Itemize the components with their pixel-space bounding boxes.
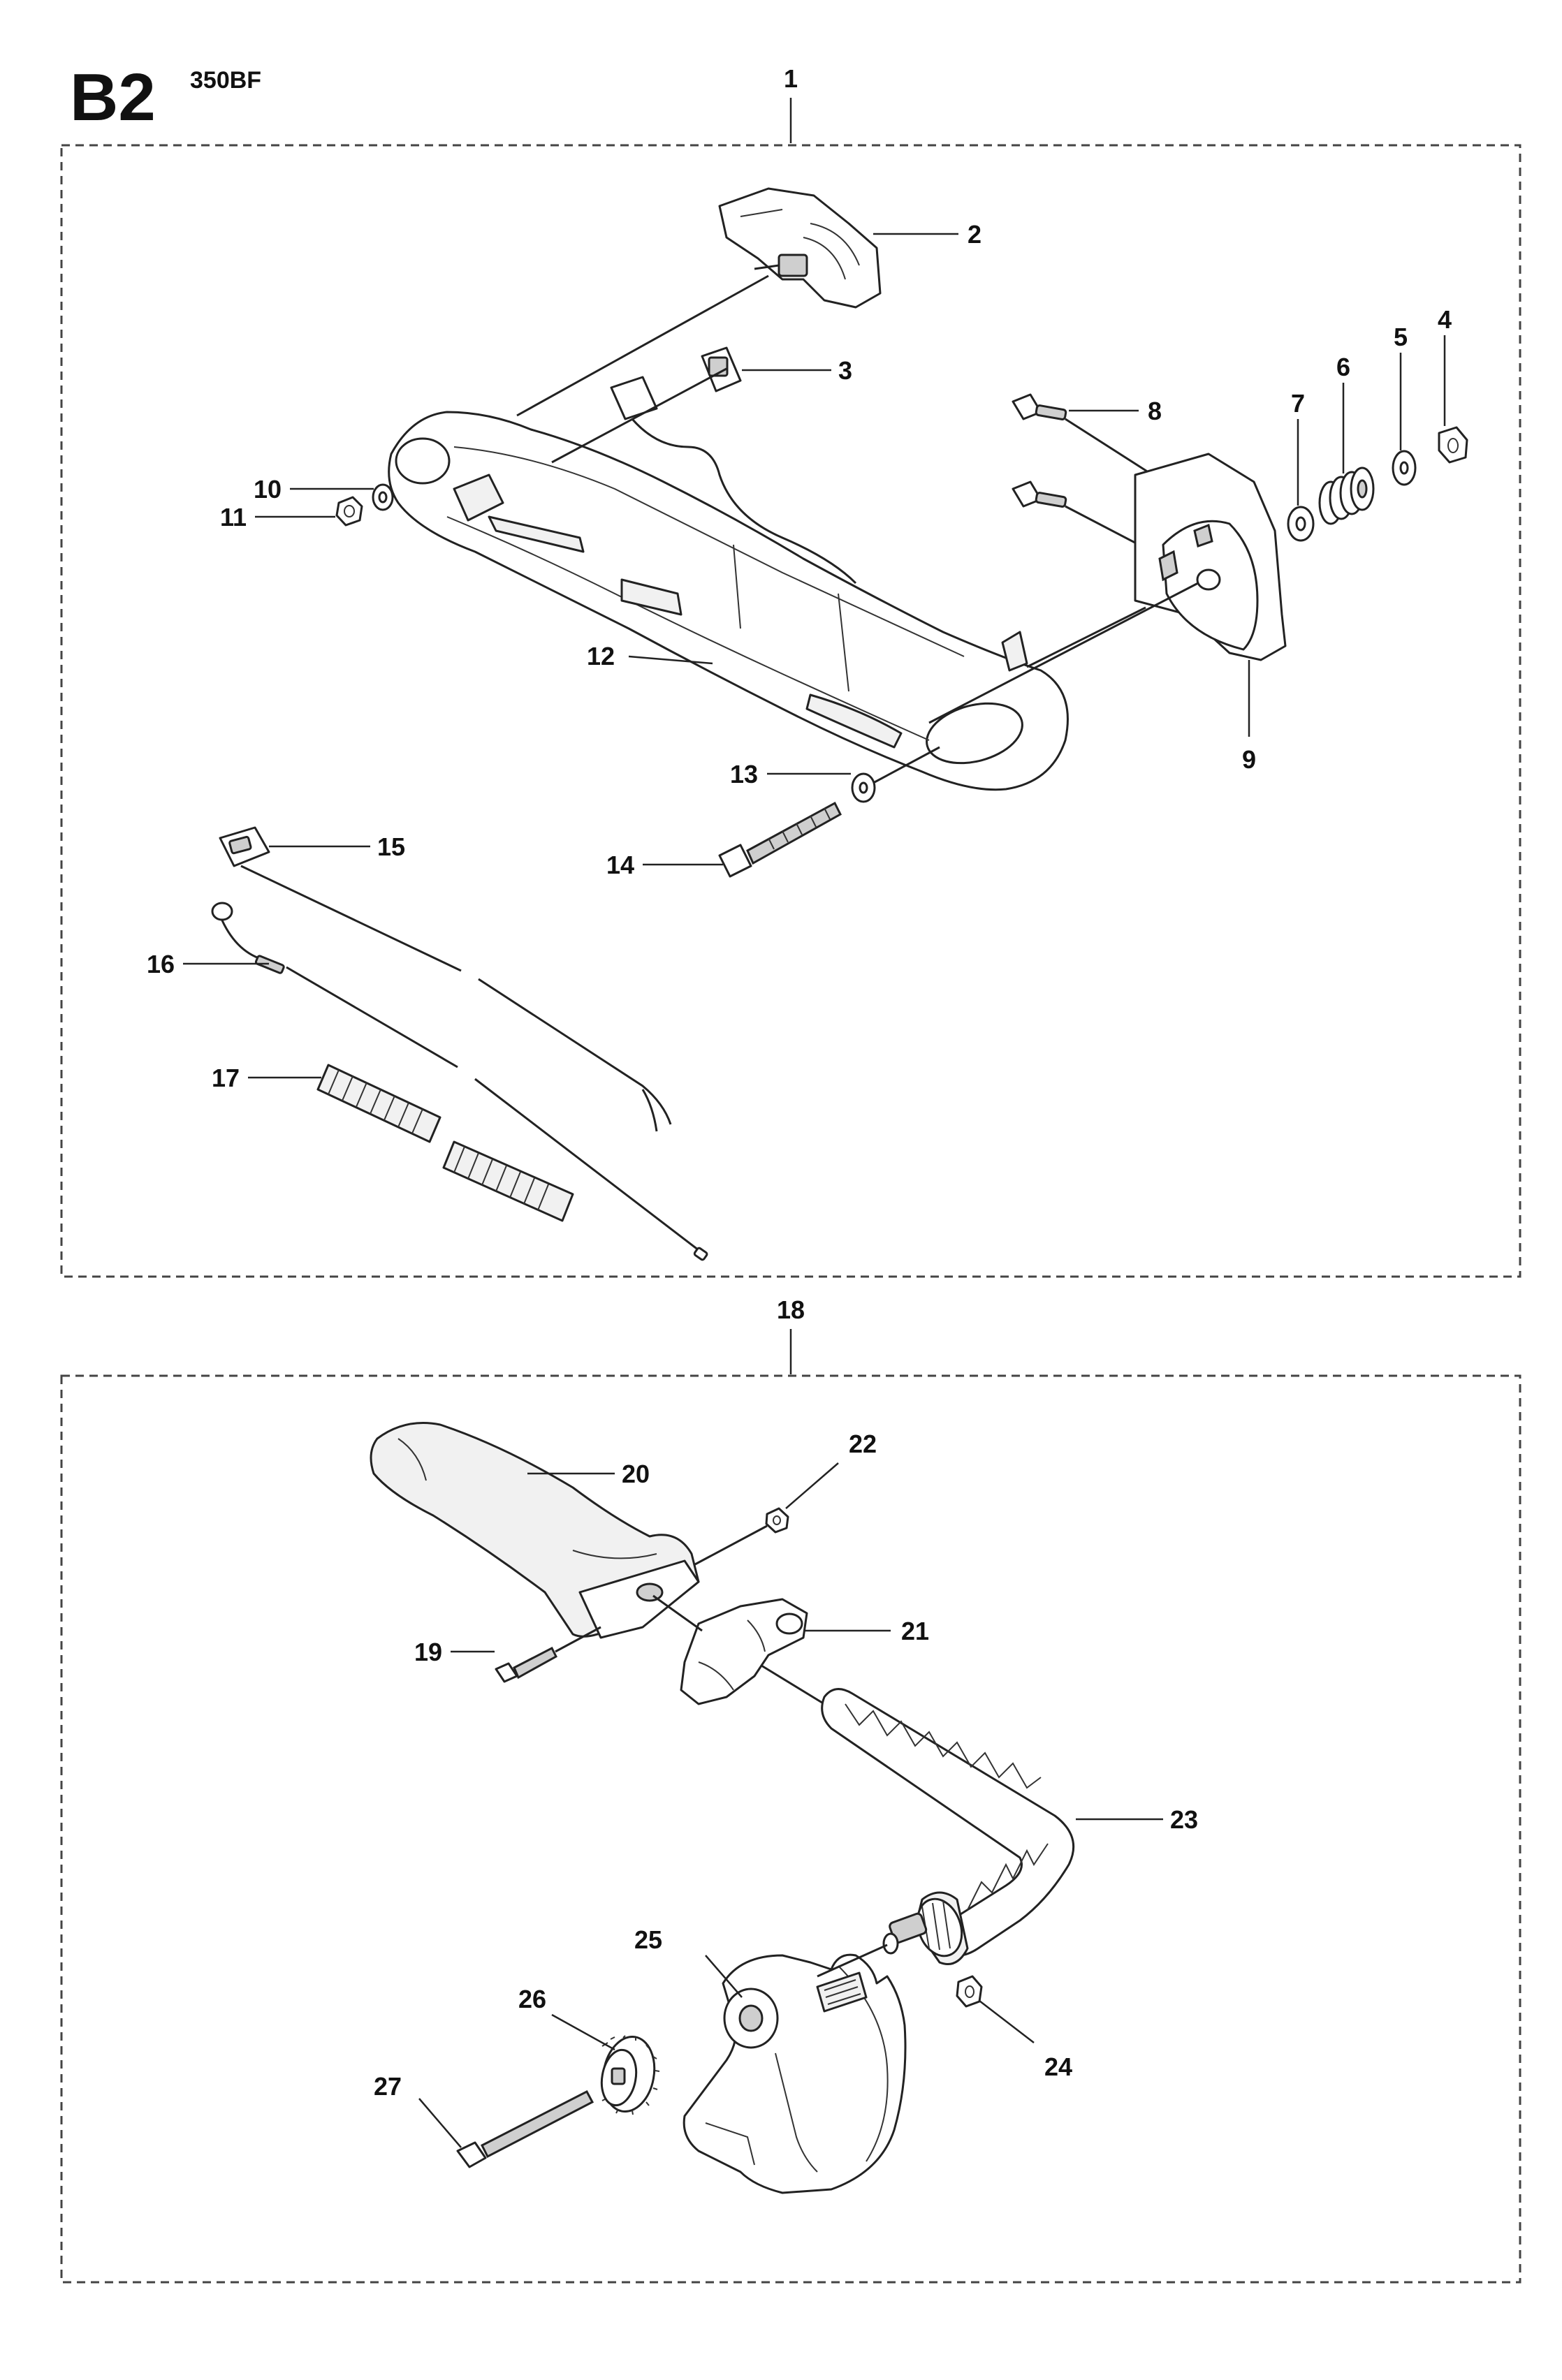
part-5-washer[interactable] xyxy=(1392,450,1417,486)
part-9-bracket[interactable] xyxy=(1134,453,1287,661)
part-11-nut[interactable] xyxy=(335,496,363,527)
part-10-washer[interactable] xyxy=(372,483,394,511)
callout-8: 8 xyxy=(1148,397,1162,425)
group-1-assembly: 1 2 3 xyxy=(60,64,1521,1278)
part-27-long-bolt[interactable] xyxy=(456,2089,594,2168)
callout-14: 14 xyxy=(606,851,634,879)
callout-17: 17 xyxy=(212,1064,240,1092)
callout-16: 16 xyxy=(147,950,175,978)
callout-9: 9 xyxy=(1242,745,1256,774)
callout-27: 27 xyxy=(374,2072,402,2101)
group-18-assembly: 18 20 22 19 xyxy=(60,1295,1521,2284)
part-15-cable[interactable] xyxy=(219,826,672,1132)
part-12-handle-body[interactable] xyxy=(388,411,1069,791)
part-14-bolt[interactable] xyxy=(718,801,842,878)
assembly-line-switch xyxy=(551,367,727,464)
callout-25: 25 xyxy=(634,1925,662,1954)
callout-11: 11 xyxy=(220,503,247,531)
callout-12: 12 xyxy=(587,642,615,670)
callout-21: 21 xyxy=(901,1617,929,1645)
part-6-spring[interactable] xyxy=(1318,467,1375,525)
part-16-throttle-wire[interactable] xyxy=(211,902,708,1261)
callout-3: 3 xyxy=(838,356,852,385)
part-17-coil-sleeve[interactable] xyxy=(316,1064,574,1222)
part-22-nut[interactable] xyxy=(765,1507,789,1534)
part-2-end-cap[interactable] xyxy=(718,187,882,309)
callout-5: 5 xyxy=(1394,323,1408,351)
callout-10: 10 xyxy=(254,475,282,504)
callout-20: 20 xyxy=(622,1460,650,1488)
part-19-screw[interactable] xyxy=(495,1646,557,1683)
callout-24: 24 xyxy=(1044,2052,1072,2081)
callout-2: 2 xyxy=(968,220,981,249)
part-20-grip[interactable] xyxy=(370,1422,700,1639)
callout-19: 19 xyxy=(414,1638,442,1666)
page-title: B2 xyxy=(70,60,156,135)
callout-23: 23 xyxy=(1170,1805,1198,1834)
handle-wiring xyxy=(610,376,857,585)
model-label: 350BF xyxy=(190,67,262,94)
callout-26: 26 xyxy=(518,1985,546,2013)
assembly-line-cap xyxy=(516,274,769,417)
part-26-knob[interactable] xyxy=(597,2033,660,2116)
group-label-18: 18 xyxy=(777,1295,805,1324)
callout-13: 13 xyxy=(730,760,758,788)
callout-6: 6 xyxy=(1336,353,1350,381)
group-18-frame xyxy=(60,1374,1521,2284)
callout-22: 22 xyxy=(849,1430,877,1458)
callout-7: 7 xyxy=(1291,389,1305,418)
part-25-mounting-clamp[interactable] xyxy=(683,1953,907,2194)
part-8-screws[interactable] xyxy=(1012,393,1067,508)
part-21-clamp[interactable] xyxy=(680,1598,808,1705)
callout-15: 15 xyxy=(377,832,405,861)
part-13-washer[interactable] xyxy=(851,772,876,803)
callout-4: 4 xyxy=(1438,305,1452,334)
part-23-lever-arm[interactable] xyxy=(821,1688,1075,1965)
part-7-washer[interactable] xyxy=(1287,506,1315,542)
group-label-1: 1 xyxy=(784,64,798,93)
part-4-nut[interactable] xyxy=(1438,426,1468,464)
part-3-switch[interactable] xyxy=(701,346,742,392)
part-24-nut[interactable] xyxy=(956,1975,983,2008)
group-1-frame xyxy=(60,144,1521,1278)
